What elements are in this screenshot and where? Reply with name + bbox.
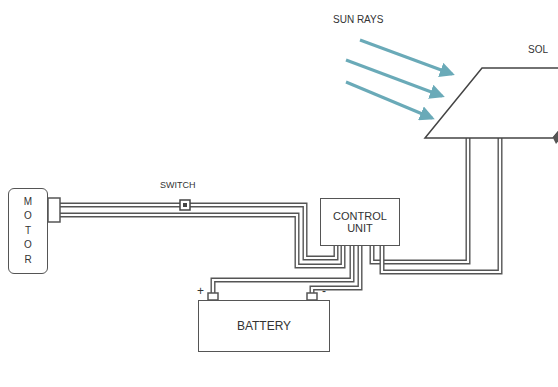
terminal-sign: - (322, 284, 326, 298)
switch-label: SWITCH (160, 180, 196, 190)
sun-rays-label: SUN RAYS (333, 14, 383, 25)
wire-core (312, 246, 360, 300)
wire-outline (312, 246, 360, 300)
node-text: MOTOR (23, 195, 33, 268)
sun-rays (346, 40, 452, 118)
node-text: BATTERY (237, 319, 291, 333)
wire (48, 215, 343, 266)
wire-outline (48, 215, 343, 266)
node-text: CONTROL UNIT (325, 210, 395, 234)
motor-terminal (48, 198, 60, 222)
switch-symbol (180, 200, 190, 210)
solar-panel (425, 68, 558, 144)
panel-label: SOL (528, 44, 548, 55)
motor-box: MOTOR (8, 188, 48, 274)
wire (312, 246, 360, 300)
wire (213, 246, 352, 300)
terminal-sign: + (197, 284, 204, 298)
wire-outline (213, 246, 352, 300)
wire-core (213, 246, 352, 300)
battery-terminals (208, 293, 317, 300)
control-unit-box: CONTROL UNIT (320, 198, 400, 246)
wire-core (48, 215, 343, 266)
battery-box: BATTERY (198, 300, 330, 352)
